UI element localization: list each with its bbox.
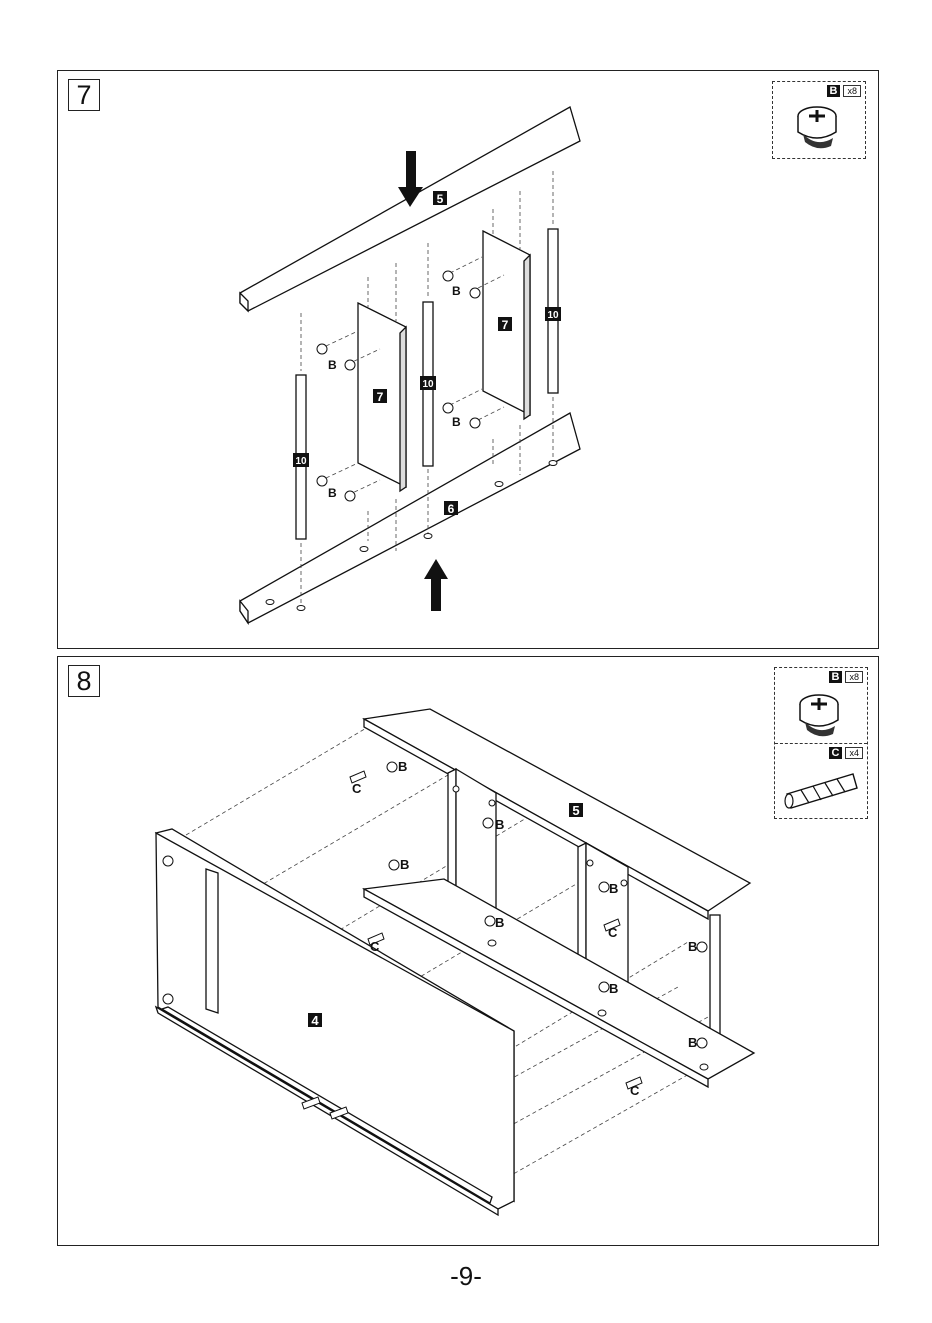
rod-10-left-label: 10 (295, 456, 307, 467)
cam-b-label: B (400, 857, 409, 872)
cam-b-label: B (609, 881, 618, 896)
step-7-panel: 7 B x8 (57, 70, 879, 649)
panel-5-label: 5 (572, 803, 579, 818)
dowel-c-label: C (370, 939, 380, 954)
dowel-c-label: C (352, 781, 362, 796)
cam-b-label: B (688, 1035, 697, 1050)
page-number: -9- (0, 1261, 932, 1292)
cam-b-label: B (495, 915, 504, 930)
panel-6-label: 6 (448, 502, 455, 516)
dowel-c-label: C (630, 1083, 640, 1098)
cam-b-label: B (495, 817, 504, 832)
cam-b-label: B (328, 358, 337, 372)
cam-b-label: B (398, 759, 407, 774)
cam-b-label: B (609, 981, 618, 996)
step-7-drawing: 5 6 7 7 10 10 10 B B B B (58, 71, 880, 650)
divider-7-right-label: 7 (502, 318, 509, 332)
rod-10-mid-label: 10 (422, 379, 434, 390)
cam-b-label: B (688, 939, 697, 954)
cam-b-label: B (328, 486, 337, 500)
cam-b-label: B (452, 284, 461, 298)
step-8-panel: 8 B x8 C x4 (57, 656, 879, 1246)
dowel-c-label: C (608, 925, 618, 940)
step-8-drawing: 5 4 B B B B B B B B C C C C (58, 657, 880, 1247)
cam-b-label: B (452, 415, 461, 429)
panel-5-label: 5 (437, 192, 444, 206)
panel-4-label: 4 (311, 1013, 319, 1028)
divider-7-left-label: 7 (377, 390, 384, 404)
rod-10-right-label: 10 (547, 310, 559, 321)
